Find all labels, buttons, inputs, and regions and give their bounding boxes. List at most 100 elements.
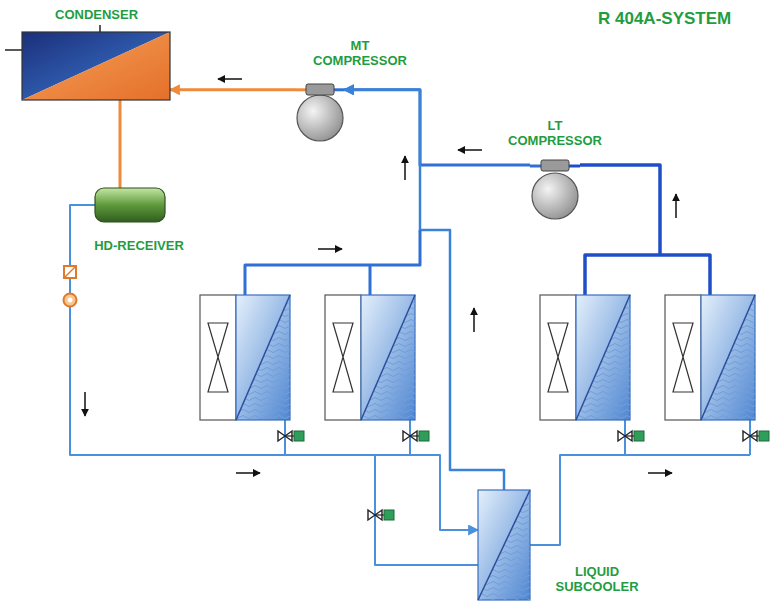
compressor-shape [530, 160, 580, 220]
coil-divider [236, 295, 290, 420]
condenser-stub [5, 49, 22, 51]
condenser: CONDENSER [22, 32, 170, 100]
valve-stem [285, 435, 294, 436]
valve-actuator [634, 431, 644, 441]
pipe [284, 420, 286, 455]
diagram-title: R 404A-SYSTEM [598, 9, 731, 29]
coil-fins [576, 295, 630, 420]
component-label: LT COMPRESSOR [505, 118, 605, 148]
sight-glass [68, 298, 73, 303]
evaporator [540, 295, 630, 420]
subcooler-shape [478, 490, 530, 600]
evaporator [200, 295, 290, 420]
evaporator [325, 295, 415, 420]
compressor-body [532, 173, 578, 219]
evaporator-coil [576, 295, 630, 420]
pipe [580, 165, 660, 255]
component-label: LIQUID SUBCOOLER [542, 564, 652, 594]
valve-actuator [419, 431, 429, 441]
evaporator-units [200, 295, 769, 520]
component-label: MT COMPRESSOR [310, 38, 410, 68]
fan-housing [665, 295, 701, 420]
expansion-valve [618, 431, 644, 441]
compressor-head [306, 84, 334, 95]
flow-arrows [85, 79, 676, 473]
subcooler-plates [478, 490, 530, 600]
refrigerant-pipe [344, 90, 504, 490]
coil-divider [361, 295, 415, 420]
compressor: LT COMPRESSOR [530, 160, 580, 220]
fan-symbol [673, 323, 693, 392]
fan-housing [540, 295, 576, 420]
pipe [530, 455, 750, 545]
evaporator-coil [236, 295, 290, 420]
condenser-coil [22, 32, 170, 100]
coil-divider [701, 295, 755, 420]
filter-drier [64, 266, 76, 278]
condenser-stub [99, 25, 101, 32]
coil-fins [361, 295, 415, 420]
flow-arrow [404, 156, 406, 180]
valve-stem [750, 435, 759, 436]
compressor-shape [296, 84, 344, 142]
compressor: MT COMPRESSOR [296, 84, 344, 142]
condenser-outline [22, 32, 170, 100]
subcooler-shell [478, 490, 530, 600]
valve-actuator [294, 431, 304, 441]
flow-arrow [458, 149, 482, 151]
flow-arrow [648, 472, 672, 474]
valve-actuator [384, 510, 394, 520]
receiver: HD-RECEIVER [95, 188, 165, 222]
sight-glass [64, 294, 77, 307]
subcooler-divider [478, 490, 530, 600]
flow-arrow [473, 308, 475, 332]
flow-arrow [84, 392, 86, 416]
pipe [749, 420, 751, 455]
coil-divider [576, 295, 630, 420]
valve-stem [410, 435, 419, 436]
coil-fins [236, 295, 290, 420]
evaporator-coil [701, 295, 755, 420]
flow-arrow [218, 78, 242, 80]
condenser-coil [22, 32, 170, 100]
subcooler: LIQUID SUBCOOLER [478, 490, 530, 600]
refrigerant-pipe [344, 90, 530, 165]
fan-symbol [548, 323, 568, 392]
pipe [245, 230, 420, 295]
receiver-vessel [95, 188, 165, 222]
evaporator-coil [361, 295, 415, 420]
expansion-valve [368, 510, 394, 520]
pipe-stub [569, 165, 580, 168]
pipe [409, 420, 411, 455]
fan-housing [200, 295, 236, 420]
pipe [375, 455, 478, 565]
evaporator [665, 295, 755, 420]
pipe-stub [334, 88, 344, 91]
flow-arrow [236, 472, 260, 474]
valve-stem [625, 435, 634, 436]
coil-fins [701, 295, 755, 420]
pipe-stub [296, 88, 306, 91]
pipe-stub [530, 165, 541, 168]
refrigerant-pipe [119, 100, 122, 188]
component-label: HD-RECEIVER [94, 238, 184, 253]
refrigerant-pipe [70, 205, 478, 530]
pipe [624, 420, 626, 455]
flow-arrow [318, 248, 342, 250]
compressor-head [541, 160, 569, 171]
refrigerant-pipe [170, 88, 296, 91]
fan-symbol [208, 323, 228, 392]
fan-symbol [333, 323, 353, 392]
pipe [369, 265, 372, 295]
flow-arrow [675, 194, 677, 218]
filter-drier [64, 266, 76, 278]
component-label: CONDENSER [55, 7, 138, 22]
expansion-valve [743, 431, 769, 441]
fan-housing [325, 295, 361, 420]
compressor-body [297, 95, 343, 141]
pipe [585, 255, 710, 295]
expansion-valve [278, 431, 304, 441]
expansion-valve [403, 431, 429, 441]
